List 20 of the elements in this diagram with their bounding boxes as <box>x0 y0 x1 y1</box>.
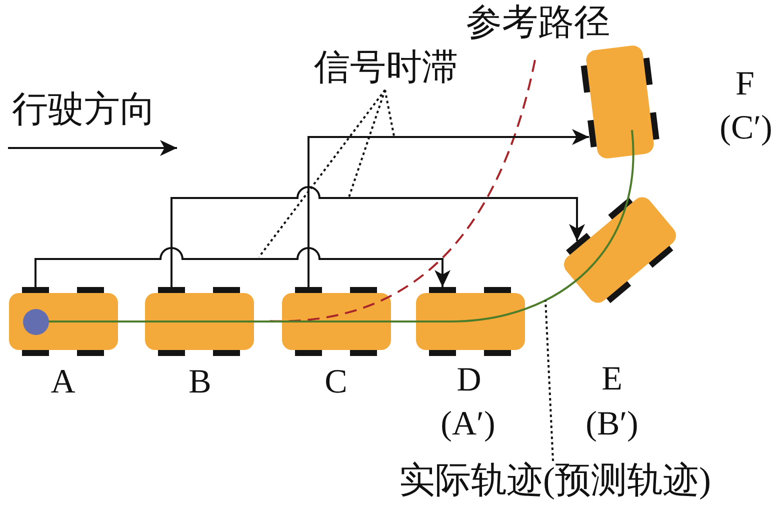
vehicle-label: D <box>456 361 482 399</box>
alias-label: (A′) <box>440 405 496 443</box>
leader-line <box>544 300 554 462</box>
leader-line <box>258 89 386 258</box>
arrow <box>308 129 589 287</box>
arrow <box>34 247 450 287</box>
leader-line <box>348 90 386 198</box>
vehicle-label: A <box>50 363 76 401</box>
vehicle-label: C <box>324 363 348 401</box>
alias-label: (C′) <box>720 109 772 147</box>
direction-label: 行驶方向 <box>12 90 156 130</box>
alias-label: (B′) <box>586 405 638 443</box>
vehicle-label: E <box>602 360 622 398</box>
leader-line <box>384 90 395 136</box>
vehicle-label: B <box>188 363 212 401</box>
arrow <box>170 186 585 287</box>
path-label: 参考路径 <box>466 3 610 43</box>
vehicle-label: F <box>736 65 754 103</box>
annotation-text: 实际轨迹(预测轨迹) <box>399 461 711 501</box>
annotation-text: 信号时滞 <box>314 48 458 88</box>
